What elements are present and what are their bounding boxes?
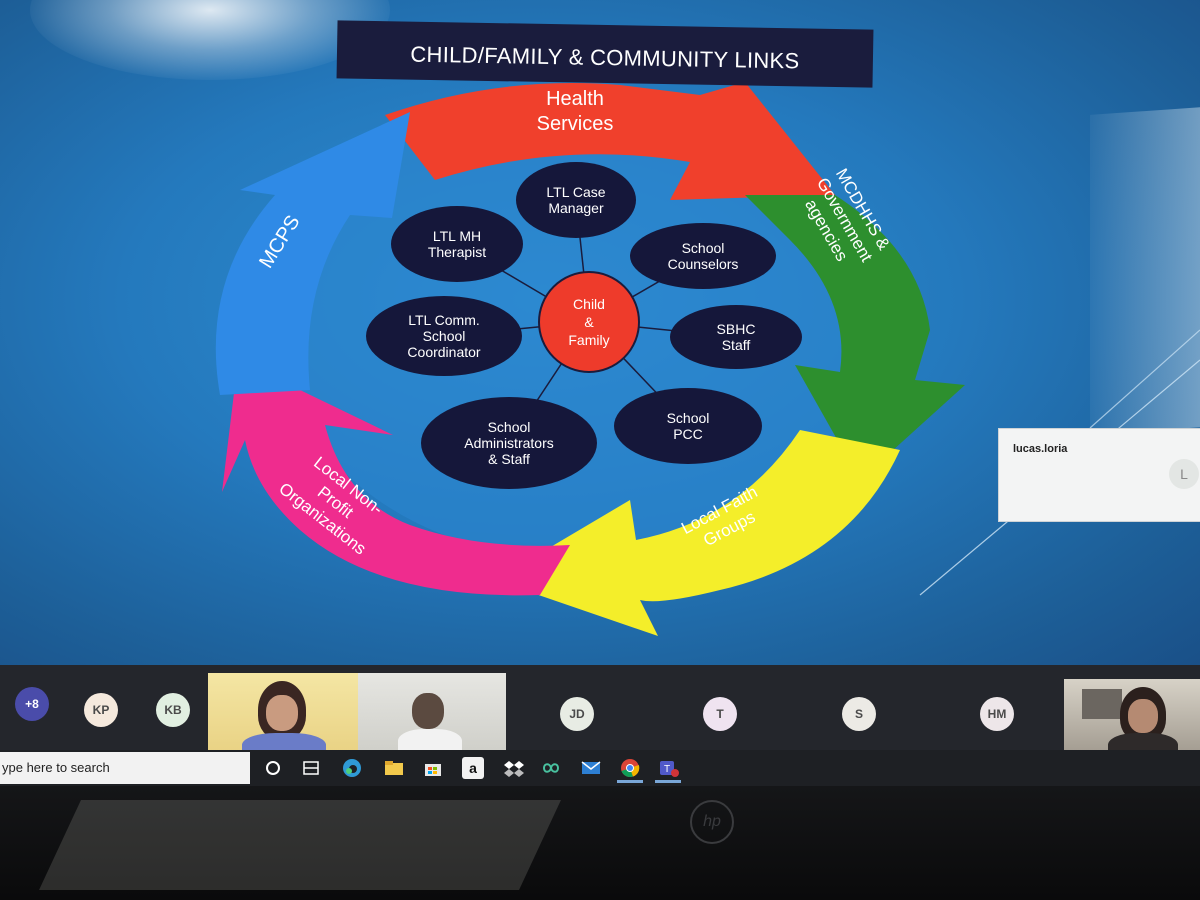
participant-name: lucas.loria	[1013, 443, 1068, 455]
school-pcc-node	[614, 388, 762, 464]
participant-avatar-t[interactable]: T	[703, 697, 737, 731]
participant-tile[interactable]: lucas.loria L	[998, 428, 1200, 522]
svg-text:T: T	[664, 764, 670, 775]
participant-avatar: L	[1169, 459, 1199, 489]
participant-shirt	[242, 733, 326, 753]
hp-logo: hp	[690, 800, 734, 844]
participant-shirt	[1108, 733, 1178, 753]
participant-strip: +8 KP KB JD T S HM	[0, 665, 1200, 753]
participant-face	[412, 693, 444, 729]
mail-icon[interactable]	[580, 757, 602, 779]
slide-title: CHILD/FAMILY & COMMUNITY LINKS	[336, 20, 874, 88]
child-family-node	[538, 271, 640, 373]
ltl-case-manager-node	[516, 162, 636, 238]
chrome-icon[interactable]	[619, 757, 641, 779]
health-arrow	[385, 82, 835, 200]
participant-avatar-kb[interactable]: KB	[156, 693, 190, 727]
participant-avatar-jd[interactable]: JD	[560, 697, 594, 731]
edge-icon[interactable]	[341, 757, 363, 779]
participant-face	[266, 695, 298, 731]
participant-avatar-s[interactable]: S	[842, 697, 876, 731]
school-administrators-staff-node	[421, 397, 597, 489]
ltl-comm-school-coordinator-node	[366, 296, 522, 376]
dropbox-icon[interactable]	[503, 757, 525, 779]
amazon-icon[interactable]: a	[462, 757, 484, 779]
nonprofit-arrow	[222, 360, 570, 596]
mcps-arrow	[215, 112, 410, 395]
laptop-bezel	[0, 786, 1200, 900]
child-family-label: Child&Family	[568, 296, 609, 348]
faith-arrow	[495, 430, 900, 636]
file-explorer-icon[interactable]	[383, 757, 405, 779]
cortana-icon[interactable]	[262, 757, 284, 779]
participant-face	[1128, 699, 1158, 733]
taskbar-search-input[interactable]: ype here to search	[0, 752, 250, 784]
participant-avatar-kp[interactable]: KP	[84, 693, 118, 727]
participant-video-2[interactable]	[358, 673, 506, 753]
more-participants-badge[interactable]: +8	[15, 687, 49, 721]
store-icon[interactable]	[422, 757, 444, 779]
ltl-mh-therapist-node	[391, 206, 523, 282]
participant-video-3[interactable]	[1064, 679, 1200, 753]
mcdhhs-arrow	[745, 195, 965, 480]
desk-reflection	[39, 800, 561, 890]
teams-icon[interactable]: T	[657, 757, 679, 779]
sbhc-staff-node	[670, 305, 802, 369]
infinity-icon[interactable]	[540, 757, 562, 779]
background-frame	[1082, 689, 1122, 719]
participant-avatar-hm[interactable]: HM	[980, 697, 1014, 731]
school-counselors-node	[630, 223, 776, 289]
task-view-icon[interactable]	[300, 757, 322, 779]
participant-shirt	[398, 729, 462, 753]
chrome-active-indicator	[617, 780, 643, 783]
participant-video-1[interactable]	[208, 673, 358, 753]
teams-active-indicator	[655, 780, 681, 783]
